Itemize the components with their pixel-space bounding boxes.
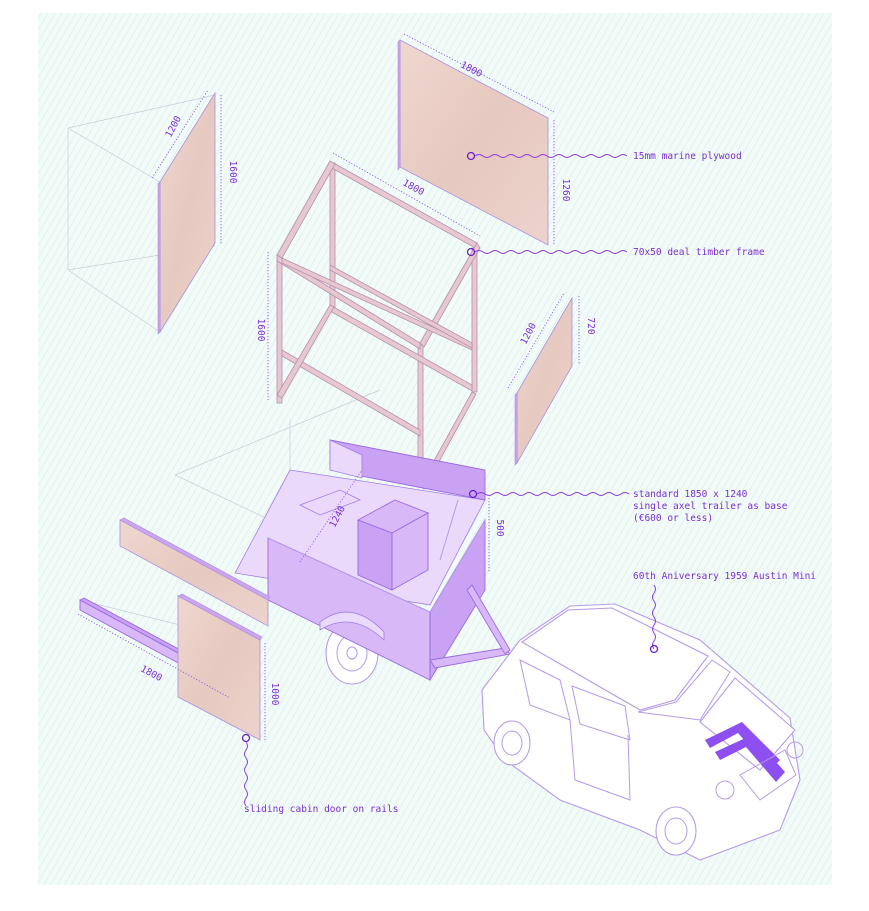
roof-plywood-panel (397, 39, 549, 246)
frame-label: 70x50 deal timber frame (633, 247, 765, 258)
mini-label: 60th Aniversary 1959 Austin Mini (633, 571, 816, 582)
left-plywood-panel (157, 91, 216, 335)
frame-height-label: 1600 (255, 319, 266, 342)
back-plywood-panel (514, 296, 573, 466)
roof-width-label: 1260 (560, 179, 571, 202)
left-panel-dimension-1600: 1600 (220, 95, 238, 245)
austin-mini-car (481, 603, 804, 861)
timber-frame (276, 160, 481, 490)
door-height-label: 1000 (269, 683, 280, 706)
plywood-label: 15mm marine plywood (633, 151, 742, 162)
callout-mini: 60th Aniversary 1959 Austin Mini (633, 571, 816, 654)
callout-frame: 70x50 deal timber frame (466, 247, 765, 258)
trailer-height-label: 500 (494, 519, 505, 536)
callout-trailer: standard 1850 x 1240 single axel trailer… (468, 489, 788, 524)
trailer-label-line2: single axel trailer as base (633, 501, 788, 512)
back-panel-dimension-720: 720 (578, 296, 596, 364)
sliding-door-panel (177, 593, 263, 741)
callout-plywood: 15mm marine plywood (466, 151, 742, 162)
projection-lines (67, 94, 381, 641)
trailer-label-line3: (€600 or less) (633, 513, 713, 524)
door-label: sliding cabin door on rails (244, 804, 398, 815)
trailer-dimension-500: 500 (488, 498, 505, 572)
callout-door: sliding cabin door on rails (241, 733, 398, 815)
frame-dimension-1600: 1600 (255, 252, 269, 400)
trailer (234, 439, 511, 685)
left-panel-height-label: 1600 (227, 161, 238, 184)
trailer-label-line1: standard 1850 x 1240 (633, 489, 748, 500)
back-panel-height-label: 720 (585, 317, 596, 334)
door-dimension-1000: 1000 (264, 643, 280, 740)
side-plywood-plank (119, 517, 271, 627)
roof-dimension-1260: 1260 (553, 120, 571, 246)
